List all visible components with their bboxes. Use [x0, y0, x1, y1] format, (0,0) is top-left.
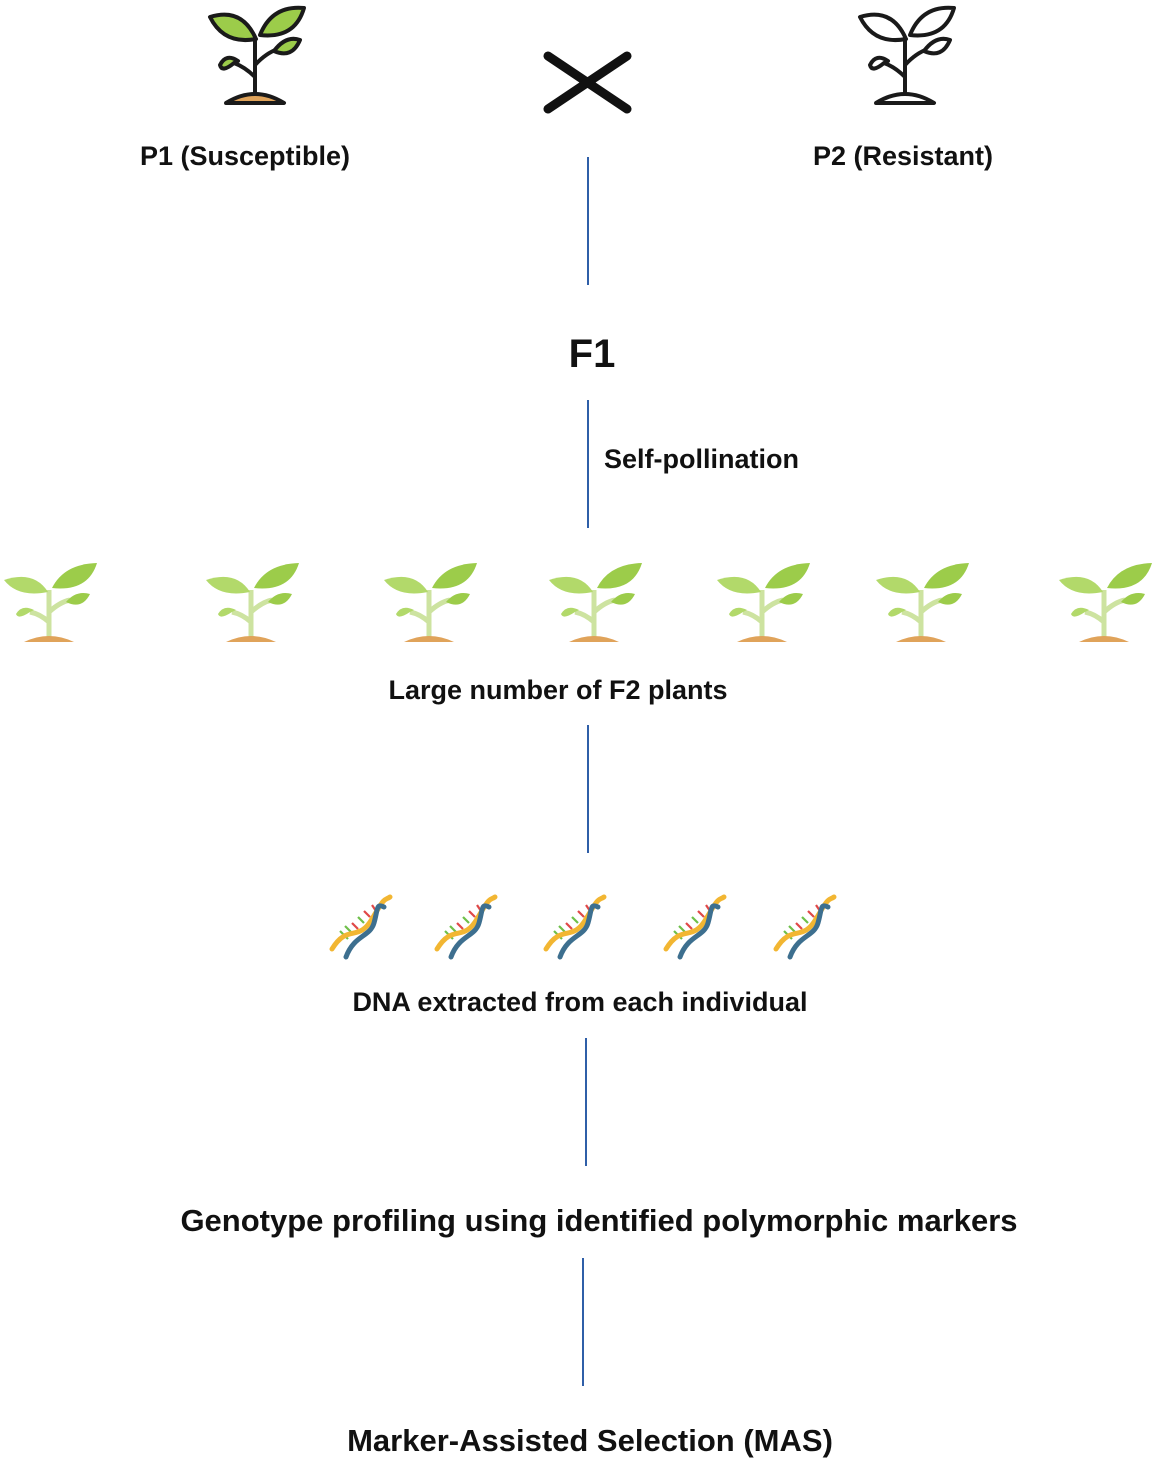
dna-label: DNA extracted from each individual	[352, 987, 808, 1017]
p2-label: P2 (Resistant)	[812, 141, 994, 171]
p1-seedling-icon	[200, 5, 310, 107]
f2-seedling-icon	[872, 560, 970, 644]
genotype-label: Genotype profiling using identified poly…	[180, 1203, 1018, 1238]
f2-seedling-icon	[545, 560, 643, 644]
dna-helix-icon	[433, 893, 499, 961]
f2-seedling-icon	[713, 560, 811, 644]
cross-icon	[540, 50, 635, 115]
dna-helix-icon	[328, 893, 394, 961]
f2-seedling-icon	[0, 560, 98, 644]
connector-f1-to-f2	[587, 400, 589, 528]
dna-helix-icon	[662, 893, 728, 961]
connector-f2-to-dna	[587, 725, 589, 853]
dna-helix-icon	[542, 893, 608, 961]
connector-genotype-to-mas	[582, 1258, 584, 1386]
f1-label: F1	[568, 332, 616, 376]
f2-seedling-icon	[380, 560, 478, 644]
mas-label: Marker-Assisted Selection (MAS)	[347, 1423, 833, 1458]
p2-seedling-icon	[850, 5, 960, 107]
self-pollination-label: Self-pollination	[604, 444, 799, 474]
f2-seedling-icon	[202, 560, 300, 644]
f2-seedling-icon	[1055, 560, 1153, 644]
f2-label: Large number of F2 plants	[388, 675, 728, 705]
p1-label: P1 (Susceptible)	[139, 141, 351, 171]
connector-cross-to-f1	[587, 157, 589, 285]
connector-dna-to-genotype	[585, 1038, 587, 1166]
dna-helix-icon	[772, 893, 838, 961]
